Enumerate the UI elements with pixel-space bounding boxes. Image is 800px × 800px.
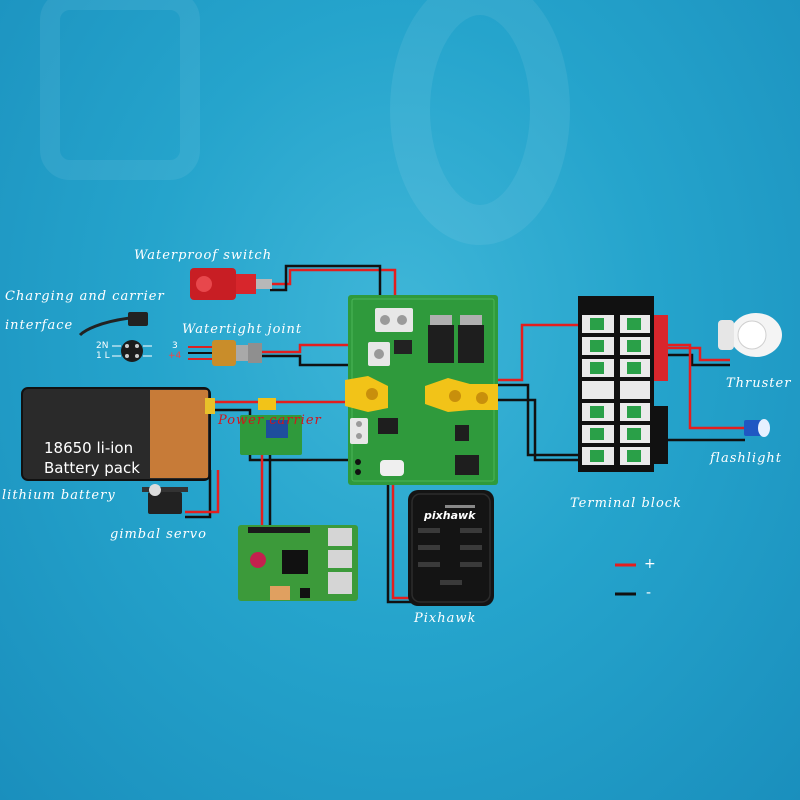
- pixhawk-controller: [408, 490, 494, 606]
- battery-text-line1: 18650 li-ion: [44, 439, 134, 457]
- wire-gimbal-black: [185, 470, 212, 519]
- flashlight: [744, 419, 770, 437]
- power-carrier-label: Power carrier: [218, 413, 322, 428]
- terminal-block: [578, 296, 668, 472]
- pixhawk-logo-text: pixhawk: [424, 509, 476, 522]
- watertight-joint-label: Watertight joint: [182, 322, 303, 337]
- battery-pack: [21, 387, 215, 481]
- wire-thruster-red: [668, 346, 730, 362]
- waterproof-switch: [190, 268, 272, 300]
- wire-pixhawk-red: [391, 485, 415, 600]
- terminal-block-label: Terminal block: [570, 496, 682, 511]
- wire-gimbal-red: [185, 470, 220, 514]
- wire-terminal-black-1: [493, 398, 580, 462]
- lithium-battery-label: lithium battery: [2, 488, 116, 503]
- connector-pin-right-bottom: +4: [168, 351, 182, 361]
- wire-pixhawk-black: [386, 485, 415, 604]
- waterproof-switch-label: Waterproof switch: [134, 248, 273, 263]
- wire-terminal-black-2: [497, 383, 580, 457]
- charging-connector: [112, 312, 152, 362]
- wire-thruster-black: [668, 353, 730, 367]
- gimbal-servo: [142, 484, 188, 514]
- wire-switch-black: [270, 264, 382, 310]
- legend-negative-symbol: -: [646, 585, 652, 601]
- charging-interface-label-line1: Charging and carrier: [5, 289, 165, 304]
- thruster: [718, 313, 782, 357]
- wire-charging: [78, 316, 131, 337]
- pixhawk-label: Pixhawk: [414, 611, 477, 626]
- wire-switch-red: [272, 268, 397, 310]
- watertight-joint: [188, 340, 262, 366]
- flashlight-label: flashlight: [710, 451, 782, 466]
- connector-pin-left-top: 2N: [96, 341, 109, 351]
- battery-text-line2: Battery pack: [44, 459, 140, 477]
- background-watermark: [40, 0, 570, 245]
- wire-terminal-red-1: [497, 323, 580, 382]
- thruster-label: Thruster: [726, 376, 792, 391]
- main-pcb: [345, 295, 498, 485]
- gimbal-servo-label: gimbal servo: [110, 527, 207, 542]
- power-carrier-board: [240, 398, 302, 455]
- raspberry-pi: [238, 525, 358, 601]
- legend-positive-symbol: +: [644, 556, 656, 572]
- connector-pin-right-top: 3: [172, 341, 178, 351]
- wire-flash-red: [668, 343, 745, 430]
- charging-interface-label-line2: interface: [5, 318, 74, 333]
- connector-pin-left-bottom: 1 L: [96, 351, 110, 361]
